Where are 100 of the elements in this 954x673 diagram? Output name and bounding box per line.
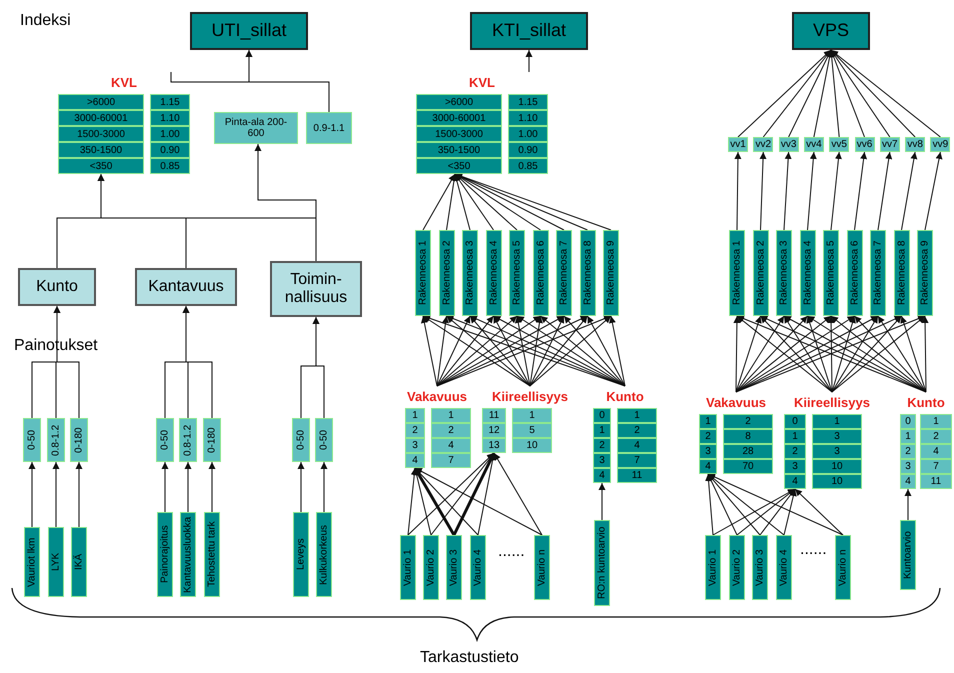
arrow — [806, 316, 832, 392]
table-cell: 1 — [617, 408, 657, 423]
data-box: Rakenneosa 7 — [556, 230, 572, 316]
arrow — [470, 316, 530, 386]
table-cell: 4 — [405, 453, 425, 468]
table-cell: 1 — [920, 414, 952, 429]
weight-box: vv6 — [854, 137, 874, 152]
arrow — [254, 144, 316, 262]
weight-box: 0-180 — [70, 418, 88, 462]
data-box: Rakenneosa 4 — [800, 230, 816, 316]
arrow — [182, 306, 212, 418]
arrow — [436, 316, 470, 386]
arrow — [564, 316, 626, 386]
data-box: Rakenneosa 4 — [486, 230, 502, 316]
data-box: IKÄ — [71, 527, 87, 597]
arrow — [28, 462, 36, 528]
table-cell: 3 — [405, 438, 425, 453]
weight-box: vv9 — [930, 137, 950, 152]
table-cell: 0 — [593, 408, 611, 423]
arrow — [734, 152, 742, 230]
data-box: Rakenneosa 8 — [894, 230, 910, 316]
table-cell: 2 — [593, 438, 611, 453]
category-box: Kantavuus — [135, 268, 237, 306]
table-cell: 1 — [699, 414, 717, 429]
table-cell: 4 — [593, 468, 611, 483]
note-text: ...... — [800, 541, 827, 559]
category-box: Toimin- nallisuus — [270, 261, 362, 317]
data-box: Rakenneosa 3 — [776, 230, 792, 316]
table-cell: 2 — [405, 423, 425, 438]
data-box: Vaurio 3 — [752, 535, 768, 600]
arrow — [530, 316, 543, 386]
table-cell: 2 — [920, 429, 952, 444]
arrow — [452, 452, 496, 536]
table-cell: 3 — [784, 459, 806, 474]
table-cell: 1 — [812, 414, 862, 429]
data-box: Rakenneosa 9 — [917, 230, 933, 316]
weight-box: 0.8-1.2 — [47, 418, 65, 462]
weight-box: 0-50 — [23, 418, 41, 462]
arrow — [736, 316, 808, 392]
arrow — [446, 174, 458, 230]
arrow — [807, 152, 817, 230]
table-cell: 1 — [784, 429, 806, 444]
arrow — [708, 474, 844, 536]
table-cell: 4 — [920, 444, 952, 459]
arrow — [454, 174, 518, 230]
table-cell: <350 — [58, 158, 144, 174]
arrow — [900, 316, 926, 392]
arrow — [414, 468, 478, 536]
arrow — [298, 462, 304, 512]
table-cell: 4 — [699, 459, 717, 474]
data-box: Vaurio n — [534, 535, 550, 600]
arrow — [832, 316, 902, 392]
arrow — [830, 50, 916, 138]
table-heading: Vakavuus — [407, 388, 467, 406]
table-cell: 1.00 — [508, 126, 548, 142]
table-cell: 350-1500 — [58, 142, 144, 158]
weight-box: 0-180 — [203, 418, 221, 462]
data-box: Kulkukorkeus — [316, 512, 332, 597]
arrow — [493, 316, 626, 386]
index-box: KTI_sillat — [470, 12, 588, 50]
table-heading: KVL — [111, 74, 137, 92]
table-cell: <350 — [416, 158, 502, 174]
category-box: Kunto — [18, 268, 96, 306]
arrow — [516, 316, 626, 386]
index-box: VPS — [792, 12, 870, 50]
arrow — [526, 50, 532, 72]
table-cell: 10 — [512, 438, 552, 453]
table-heading: Kunto — [907, 394, 945, 412]
table-cell: 3 — [699, 444, 717, 459]
arrow — [733, 316, 740, 392]
table-cell: 8 — [723, 429, 773, 444]
table-heading: Vakavuus — [706, 394, 766, 412]
arrow — [760, 316, 832, 392]
data-box: Vaurio 3 — [446, 535, 462, 600]
arrow — [901, 152, 918, 230]
arrow — [854, 152, 868, 230]
table-cell: >6000 — [58, 94, 144, 110]
arrow — [422, 174, 456, 230]
weight-box: 0-50 — [292, 418, 310, 462]
arrow — [794, 488, 844, 536]
data-box: Rakenneosa 8 — [580, 230, 596, 316]
arrow — [478, 452, 496, 536]
data-box: Vaurio n — [835, 535, 851, 600]
arrow — [924, 152, 942, 230]
arrow — [208, 462, 216, 512]
arrow — [493, 316, 530, 386]
table-cell: 11 — [617, 468, 657, 483]
arrow — [494, 452, 542, 536]
note-text: ...... — [498, 543, 525, 561]
table-cell: 1 — [431, 408, 471, 423]
table-cell: 4 — [784, 474, 806, 489]
data-box: Leveys — [293, 512, 309, 597]
arrow — [54, 306, 80, 418]
data-box: Rakenneosa 9 — [603, 230, 619, 316]
weight-box: vv1 — [728, 137, 748, 152]
table-cell: 2 — [699, 429, 717, 444]
table-cell: 3000-60001 — [416, 110, 502, 126]
arrow — [828, 316, 835, 392]
arrow — [830, 50, 941, 138]
table-cell: 11 — [920, 474, 952, 489]
